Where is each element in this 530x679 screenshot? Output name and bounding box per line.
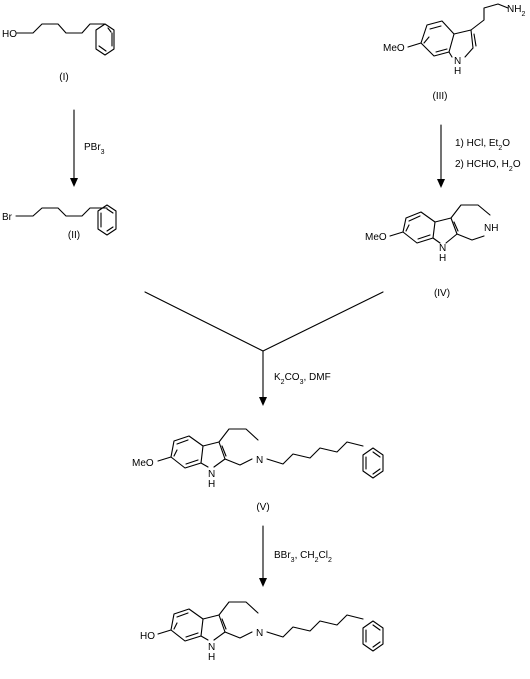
compound-II-label: (II) — [68, 230, 80, 241]
amine-label: NH2 — [507, 4, 525, 18]
reagent-k2co3-dmf: K2CO3, DMF — [274, 372, 331, 386]
reagent-step1: 1) HCl, Et2O — [455, 138, 510, 152]
compound-V-structure: MeO N N H — [132, 428, 384, 490]
indole-n-label: N — [208, 469, 215, 480]
compound-V-label: (V) — [256, 502, 269, 513]
compound-III-structure: MeO NH2 N H — [383, 3, 525, 77]
bromo-label: Br — [2, 212, 13, 223]
compound-IV-label: (IV) — [434, 288, 450, 299]
arrow-III-to-IV — [437, 124, 445, 188]
reagent-bbr3: BBr3, CH2Cl2 — [274, 550, 332, 564]
piperidine-nh-label: NH — [484, 223, 498, 234]
arrow-to-V — [259, 350, 267, 406]
compound-I-structure: HO — [2, 23, 115, 56]
compound-IV-structure: MeO NH N H — [365, 204, 498, 264]
tertiary-amine-label: N — [256, 455, 263, 466]
indole-n-label: N — [439, 243, 446, 254]
indole-h-label: H — [439, 253, 446, 264]
arrow-I-to-II — [70, 109, 78, 187]
indole-n-label: N — [208, 642, 215, 653]
methoxy-label: MeO — [132, 458, 154, 469]
converging-lines — [144, 291, 384, 352]
methoxy-label: MeO — [365, 232, 387, 243]
tertiary-amine-label: N — [256, 628, 263, 639]
compound-III-label: (III) — [433, 91, 448, 102]
indole-n-label: N — [454, 56, 461, 67]
hydroxyl-label: HO — [2, 29, 17, 40]
indole-h-label: H — [208, 479, 215, 490]
product-structure: HO N N H — [140, 601, 384, 663]
compound-II-structure: Br — [2, 204, 117, 236]
methoxy-label: MeO — [383, 43, 405, 54]
reagent-step2: 2) HCHO, H2O — [455, 159, 521, 173]
arrow-V-to-product — [259, 525, 267, 587]
reagent-pbr3: PBr3 — [84, 142, 105, 156]
hydroxyl-label: HO — [140, 631, 155, 642]
indole-h-label: H — [208, 652, 215, 663]
compound-I-label: (I) — [59, 72, 68, 83]
indole-h-label: H — [454, 66, 461, 77]
